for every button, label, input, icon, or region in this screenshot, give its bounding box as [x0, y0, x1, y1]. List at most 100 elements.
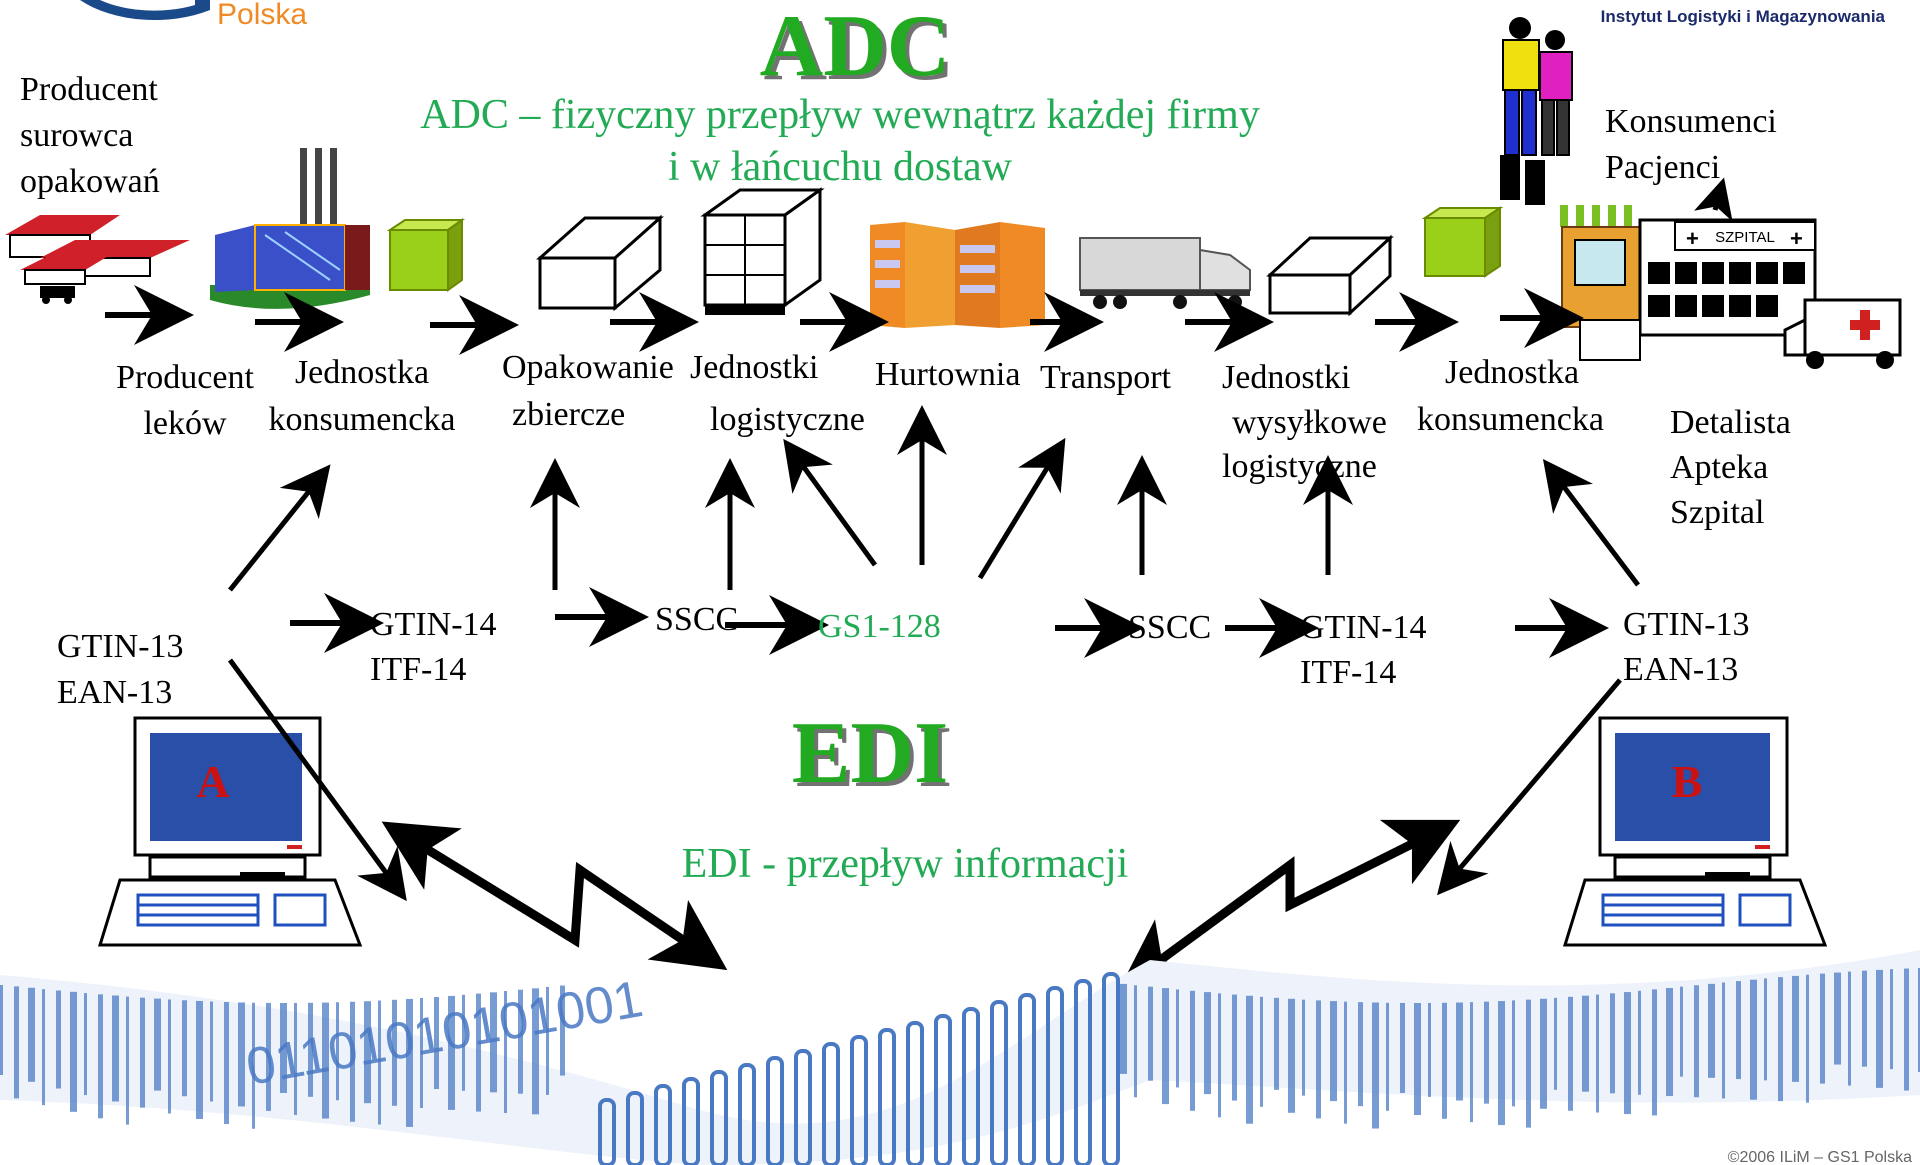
adc-subtitle-line1: ADC – fizyczny przepływ wewnątrz każdej …: [420, 92, 1260, 138]
barcode-bar: [1512, 1000, 1515, 1107]
barcode-bar: [1046, 986, 1064, 1165]
barcode-bar: [210, 1001, 213, 1102]
edi-title-shadow: EDI: [796, 709, 953, 806]
barcode-bar: [182, 1000, 187, 1097]
chain-item-jednostki-logistyczne: Jednostki logistyczne: [690, 349, 865, 438]
barcode-bar: [1834, 972, 1841, 1065]
label-line: Opakowanie: [502, 349, 674, 386]
barcode-bar: [70, 991, 77, 1112]
barcode-bar: [934, 1014, 952, 1165]
barcode-bar: [0, 985, 3, 1075]
edi-link-right: [1118, 819, 1461, 991]
barcode-bar: [1708, 983, 1715, 1078]
barcode-bar: [252, 1002, 255, 1129]
barcode-bar: [794, 1049, 812, 1165]
label-line: Hurtownia: [875, 356, 1020, 393]
barcode-bar: [1102, 972, 1120, 1165]
barcode-bar: [962, 1007, 980, 1165]
barcode-bar: [532, 988, 539, 1115]
up-arrow: [1542, 459, 1640, 587]
adc-flow-arrows: [105, 285, 1584, 355]
gs1-logo: Polska: [80, 0, 307, 31]
barcode-bar: [154, 998, 161, 1091]
barcode-bar: [420, 998, 423, 1109]
barcode-bar: [1554, 997, 1557, 1090]
barcode-bar: [280, 1002, 287, 1093]
consumer-box-icon: [386, 218, 466, 292]
barcode-bar: [1568, 996, 1573, 1111]
barcode-bar: [364, 1001, 371, 1104]
barcode-bar: [1148, 986, 1153, 1081]
pallet-icon: [700, 187, 825, 315]
consumers-people-icon: [1500, 17, 1573, 205]
up-arrow: [977, 437, 1066, 580]
barcode-bar: [1666, 988, 1673, 1097]
barcode-bar: [1316, 1000, 1321, 1119]
code-gtin14-right: GTIN-14: [1300, 609, 1427, 646]
label-line: surowca: [20, 117, 133, 154]
barcode-bar: [350, 1001, 355, 1122]
barcode-bar: [112, 995, 119, 1102]
pharmacy-shop-icon: [1560, 205, 1641, 328]
label-line: zbiercze: [512, 396, 625, 433]
arrow-gtin13-to-computer-a: [227, 658, 407, 902]
chain-item-hurtownia: Hurtownia: [875, 356, 1020, 393]
barcode-bar: [406, 998, 413, 1127]
code-gtin14-left: GTIN-14: [370, 606, 497, 643]
barcode-bar: [462, 994, 465, 1091]
barcode-bar: [1540, 998, 1547, 1109]
barcode-bar: [1526, 999, 1531, 1128]
barcode-bar: [1820, 973, 1825, 1084]
label-line: Szpital: [1670, 494, 1764, 531]
barcode-bar: [990, 1000, 1008, 1165]
barcode-bar: [1652, 989, 1657, 1116]
barcode-bar: [1074, 979, 1092, 1165]
barcode-bar: [598, 1098, 616, 1165]
barcode-bar: [1358, 1002, 1363, 1107]
barcode-bar: [1904, 968, 1909, 1091]
barcode-bar: [626, 1091, 644, 1165]
barcode-bar: [560, 985, 565, 1076]
factory-icon: [210, 148, 370, 309]
edi-title: EDI: [792, 705, 949, 802]
barcode-bar: [738, 1063, 756, 1165]
barcode-bar: [518, 989, 523, 1094]
barcode-bar: [42, 989, 45, 1106]
barcode-bar: [140, 997, 145, 1108]
barcode-bar: [448, 995, 455, 1110]
chain-labels: Producent leków Jednostka konsumencka Op…: [116, 349, 1791, 531]
label-line: konsumencka: [1417, 401, 1604, 438]
barcode-bar: [1274, 997, 1279, 1090]
shipping-carton-icon: [1266, 234, 1394, 317]
barcode-bar: [1764, 978, 1767, 1081]
logo-text: Polska: [217, 0, 307, 31]
barcode-bar: [1806, 974, 1809, 1103]
barcode-bar: [1120, 983, 1127, 1074]
barcode-bar: [1232, 994, 1237, 1101]
barcode-bar: [84, 993, 87, 1096]
barcode-bar: [1778, 977, 1783, 1102]
warehouse-building-icon: [870, 222, 1045, 328]
up-arrow: [228, 464, 331, 592]
code-gtin13-right: GTIN-13: [1623, 606, 1750, 643]
code-itf14-left: ITF-14: [370, 651, 466, 688]
institute-name: Instytut Logistyki i Magazynowania: [1601, 7, 1886, 26]
barcode-bar: [14, 986, 19, 1099]
barcode-bar: [822, 1042, 840, 1165]
copyright: ©2006 ILiM – GS1 Polska: [1728, 1149, 1912, 1165]
label-line: Transport: [1040, 359, 1172, 396]
barcode-bar: [878, 1028, 896, 1165]
barcode-bar: [1596, 994, 1599, 1113]
barcode-bar: [1456, 1002, 1463, 1101]
carton-icon: [536, 214, 664, 312]
barcode-bar: [1470, 1002, 1473, 1123]
barcode-bar: [434, 997, 439, 1090]
barcode-bar: [1260, 996, 1263, 1107]
konsumenci-label: Konsumenci Pacjenci: [1605, 103, 1777, 186]
chain-item-producent-lekow: Producent leków: [116, 359, 254, 442]
farm-buildings-icon: [5, 215, 190, 304]
barcode-bar: [378, 1000, 381, 1125]
barcode-bar: [1484, 1001, 1489, 1104]
label-line: Jednostki: [690, 349, 818, 386]
barcode-bar: [1876, 969, 1883, 1088]
